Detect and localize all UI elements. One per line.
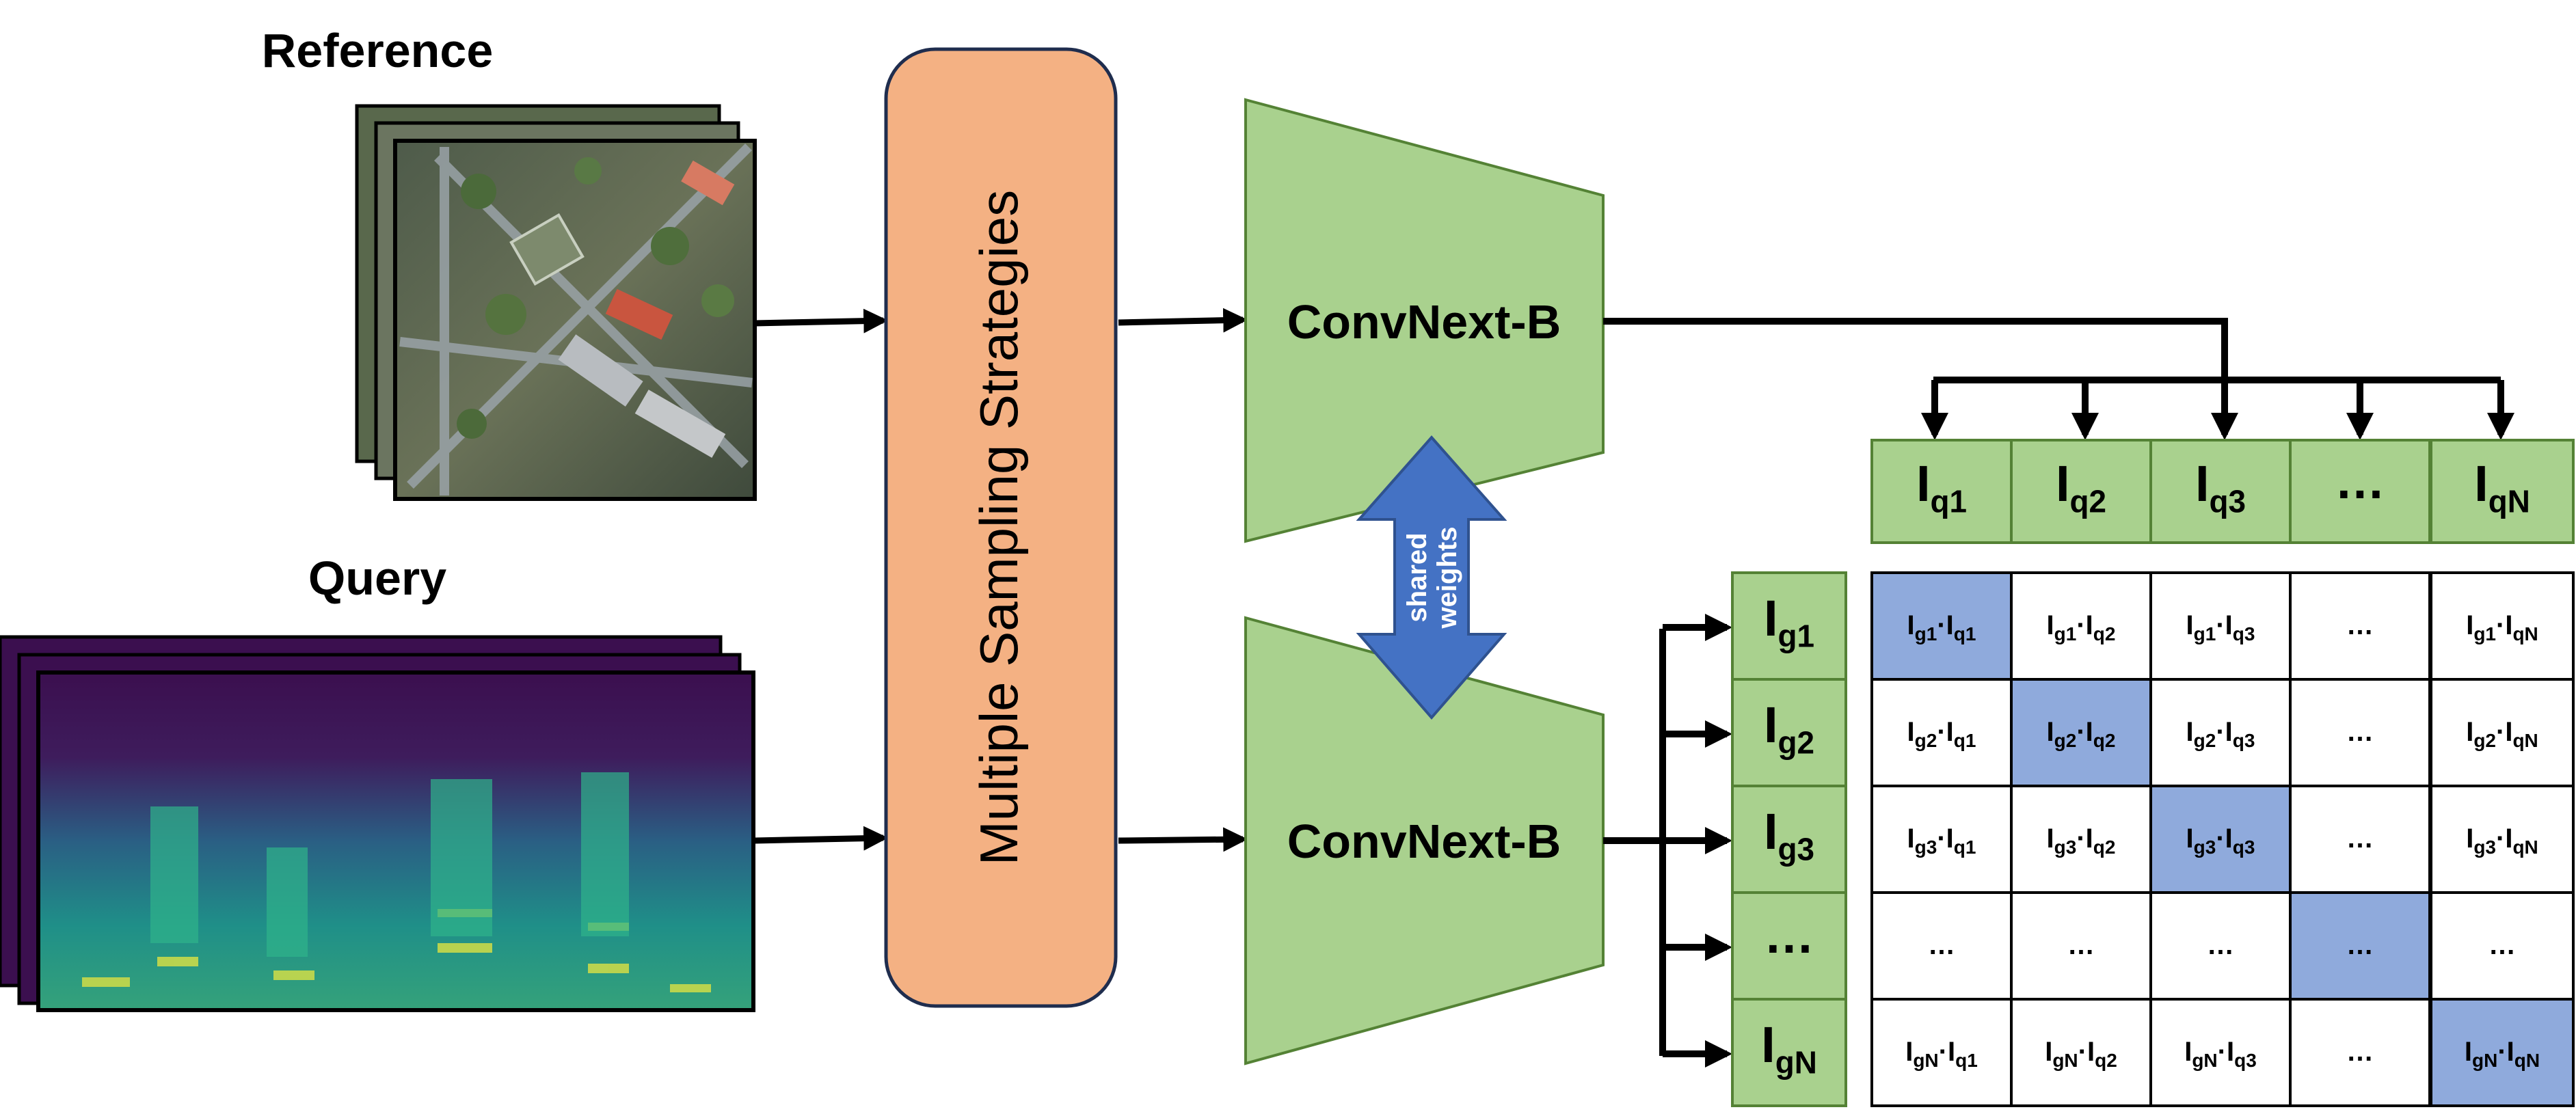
matrix-cell — [2010, 998, 2152, 1107]
matrix-cell — [1870, 678, 2013, 787]
gallery-embedding-label: Ig3 — [1764, 803, 1814, 867]
gallery-embedding-label: Ig2 — [1764, 696, 1814, 760]
gallery-embedding-cell — [1731, 571, 1847, 681]
matrix-cell-text: … — [2067, 930, 2095, 960]
query-embedding-label: Iq2 — [2056, 455, 2106, 519]
gallery-embedding-cell — [1731, 678, 1847, 787]
matrix-cell-text: … — [1928, 930, 1955, 960]
sampling-strategies-block — [884, 47, 1118, 1008]
matrix-cell-text: IgN·IqN — [2465, 1037, 2540, 1071]
query-embedding-bus — [1603, 318, 2501, 383]
query-embedding-cell — [2430, 439, 2575, 544]
matrix-cell-text: IgN·Iq2 — [2045, 1037, 2117, 1071]
matrix-cell — [2149, 678, 2292, 787]
gallery-embedding-cell — [1731, 998, 1847, 1107]
matrix-cell — [1870, 891, 2013, 1001]
query-embedding-cell — [2289, 439, 2431, 544]
matrix-cell-text: Ig3·IqN — [2466, 824, 2538, 858]
matrix-cell — [2289, 998, 2431, 1107]
shared-weights-label-line2: weights — [1432, 527, 1462, 629]
matrix-cell-text: … — [2346, 1037, 2374, 1067]
matrix-diagonal-cell — [1870, 571, 2013, 681]
similarity-matrix: Ig1·Iq1 Ig1·Iq2 Ig1·Iq3 … Ig1·IqN Ig2·Iq1 Ig2·… — [1870, 571, 2575, 1107]
matrix-cell — [2430, 678, 2575, 787]
matrix-cell-text: Ig3·Iq3 — [2186, 824, 2255, 858]
matrix-cell-text: Ig2·Iq3 — [2186, 717, 2255, 751]
encoder-bottom-label: ConvNext-B — [1287, 815, 1561, 868]
matrix-cell-text: Ig1·Iq2 — [2047, 610, 2116, 644]
reference-to-sampling-arrow — [754, 308, 889, 334]
gallery-embedding-bus — [1603, 629, 1666, 1056]
gallery-embedding-label: IgN — [1761, 1016, 1817, 1080]
reference-label: Reference — [262, 24, 494, 77]
matrix-diagonal-cell — [2149, 785, 2292, 894]
gallery-embedding-cell — [1731, 891, 1847, 1001]
matrix-cell-text: Ig1·Iq1 — [1907, 610, 1976, 644]
spectrogram-stack-icon — [0, 635, 755, 1012]
matrix-cell-text: … — [2488, 930, 2516, 960]
gallery-embedding-cell — [1731, 785, 1847, 894]
matrix-cell — [2149, 891, 2292, 1001]
sampling-to-encoder-bottom-arrow — [1118, 827, 1248, 852]
matrix-cell — [2149, 998, 2292, 1107]
query-embedding-label-text: … — [2335, 452, 2385, 509]
matrix-cell — [2289, 785, 2431, 894]
matrix-cell — [1870, 998, 2013, 1107]
gallery-embedding-label: Ig1 — [1764, 590, 1814, 653]
encoder-bottom — [1244, 616, 1605, 1065]
sampling-strategies-label: Multiple Sampling Strategies — [969, 190, 1029, 865]
matrix-cell-text: Ig3·Iq1 — [1907, 824, 1976, 858]
matrix-cell-text: … — [2346, 930, 2374, 960]
matrix-cell-text: Ig2·Iq2 — [2047, 717, 2116, 751]
query-label: Query — [308, 552, 446, 605]
matrix-cell — [2430, 785, 2575, 894]
matrix-diagonal-cell — [2430, 998, 2575, 1107]
double-arrow-icon: shared weights — [1356, 435, 1507, 720]
matrix-cell-text: … — [2346, 824, 2374, 854]
matrix-cell — [2010, 571, 2152, 681]
matrix-diagonal-cell — [2010, 678, 2152, 787]
matrix-cell — [2430, 571, 2575, 681]
matrix-cell-text: Ig1·Iq3 — [2186, 610, 2255, 644]
shared-weights-label-line1: shared — [1402, 532, 1432, 622]
gallery-embedding-label-text: … — [1764, 907, 1814, 964]
matrix-cell — [2010, 891, 2152, 1001]
matrix-cell-text: … — [2346, 610, 2374, 640]
matrix-cell-text: Ig2·IqN — [2466, 717, 2538, 751]
query-embedding-label: IqN — [2474, 455, 2530, 519]
matrix-cell-text: Ig3·Iq2 — [2047, 824, 2116, 858]
matrix-cell-text: … — [2346, 717, 2374, 747]
aerial-image-stack-icon — [355, 104, 757, 501]
sampling-to-encoder-top-arrow — [1118, 308, 1248, 333]
matrix-cell-text: Ig1·IqN — [2466, 610, 2538, 644]
matrix-cell — [1870, 785, 2013, 894]
matrix-cell — [2430, 891, 2575, 1001]
encoder-top — [1244, 98, 1605, 543]
gallery-embedding-label: … — [1764, 907, 1814, 964]
query-to-sampling-arrow — [754, 826, 889, 851]
query-embedding-cell — [1870, 439, 2013, 544]
matrix-cell-text: Ig2·Iq1 — [1907, 717, 1976, 751]
query-embedding-label: Iq1 — [1916, 455, 1967, 519]
matrix-cell-text: IgN·Iq3 — [2184, 1037, 2257, 1071]
query-embedding-label: Iq3 — [2195, 455, 2246, 519]
matrix-cell-text: IgN·Iq1 — [1905, 1037, 1978, 1071]
query-embedding-label: … — [2335, 452, 2385, 509]
encoder-top-label: ConvNext-B — [1287, 295, 1561, 349]
matrix-cell — [2010, 785, 2152, 894]
matrix-cell — [2289, 571, 2431, 681]
matrix-cell-text: … — [2207, 930, 2234, 960]
